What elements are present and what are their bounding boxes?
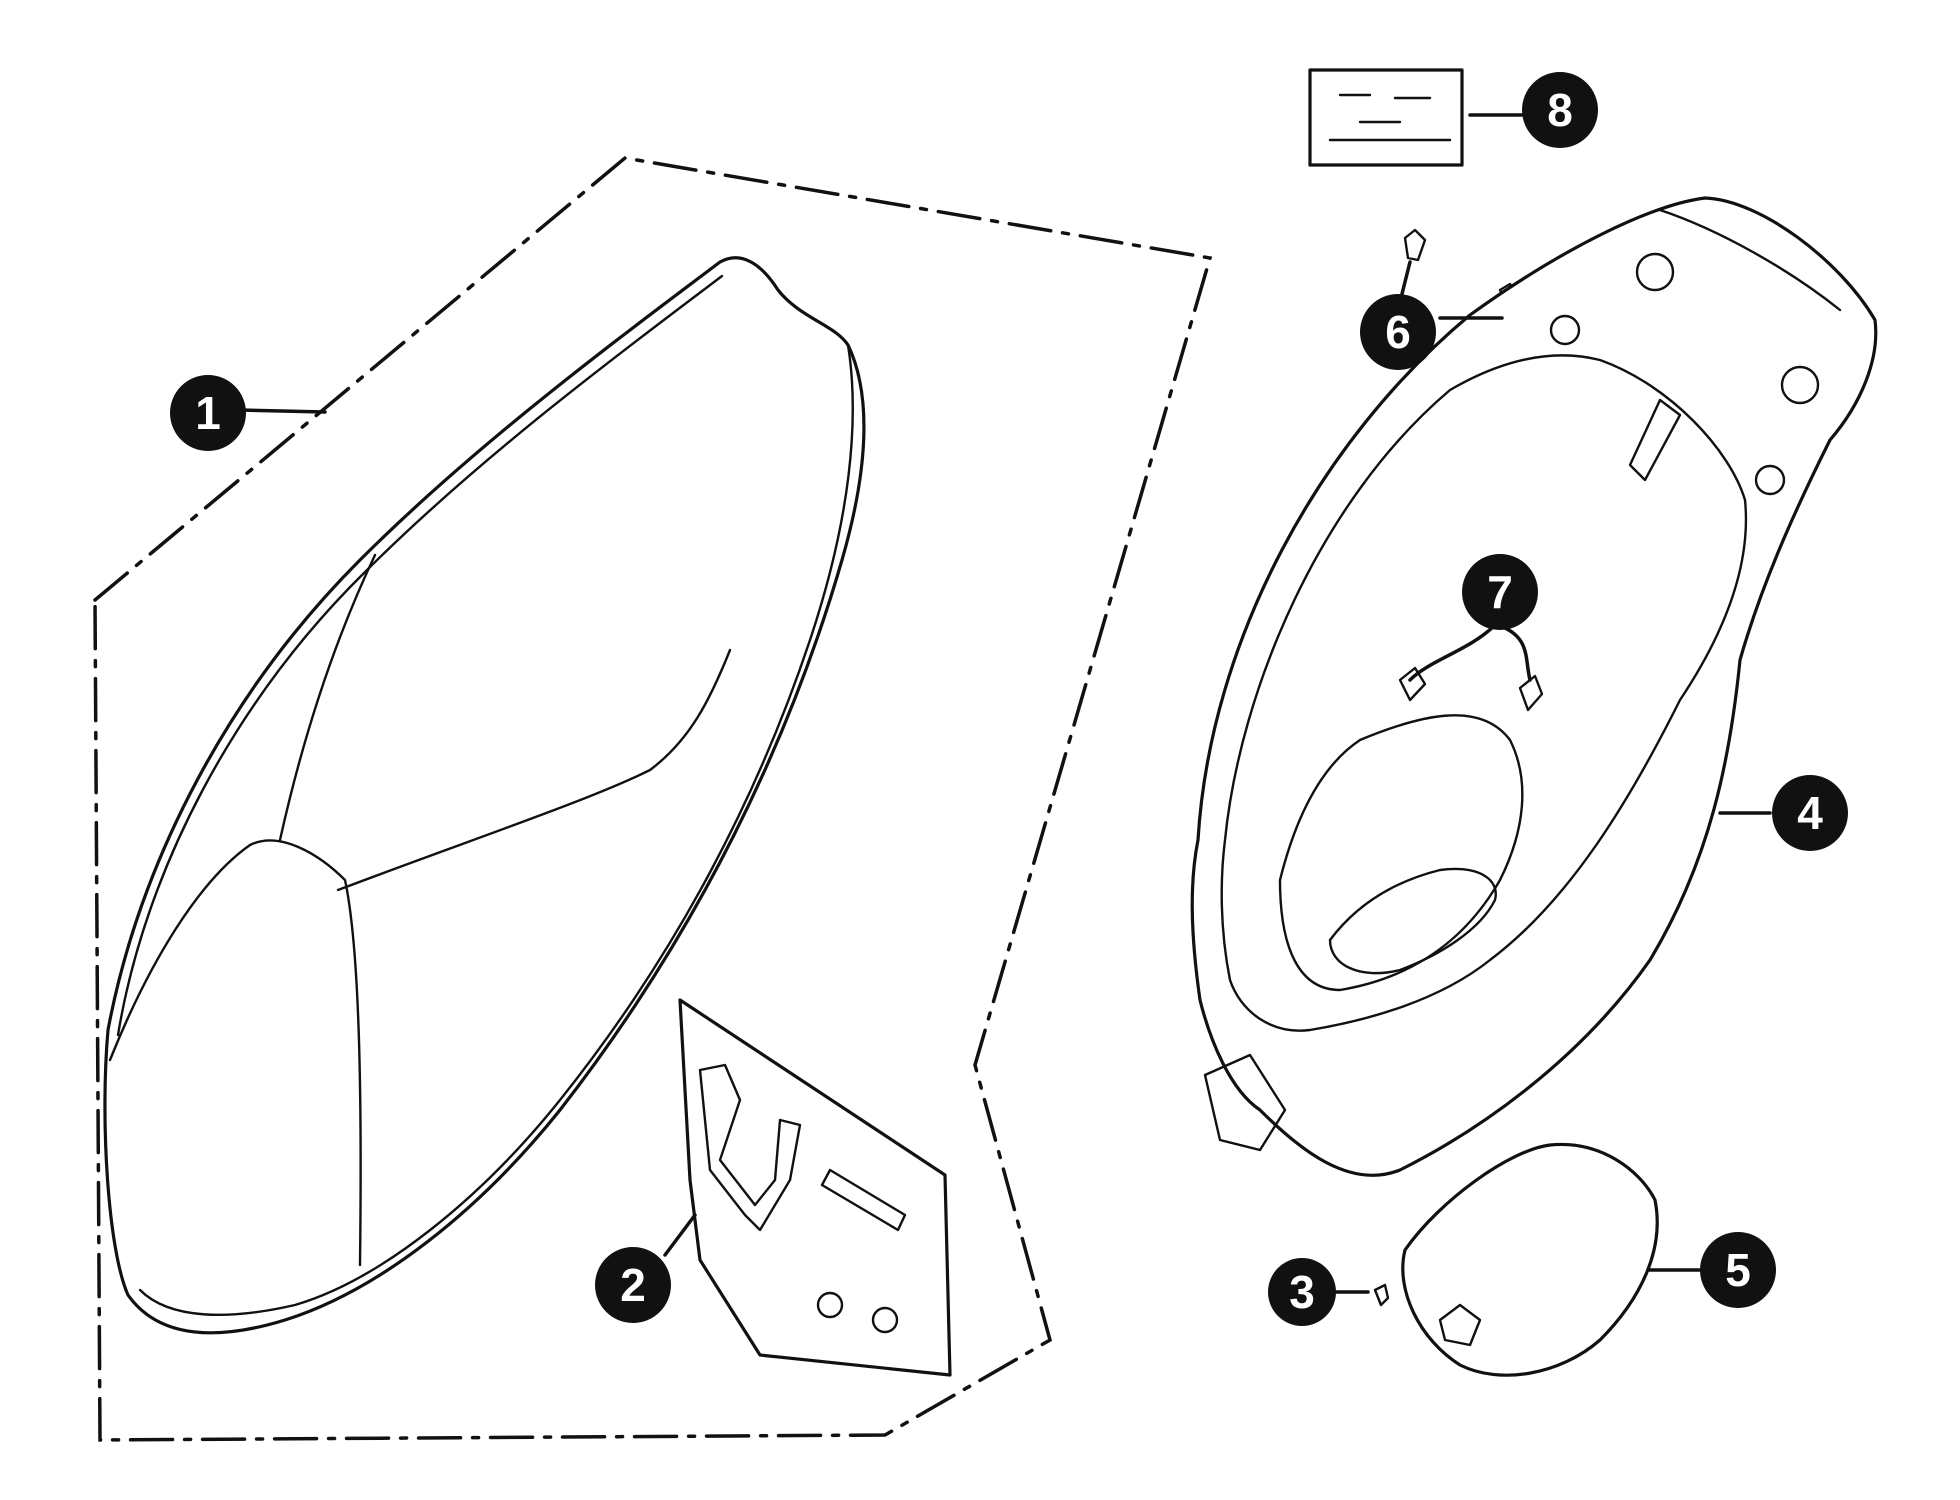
leader-2 [663,1213,697,1257]
storage-box-outer [1190,196,1878,1177]
callout-6-circle [1360,294,1436,370]
callout-2-circle [595,1247,671,1323]
label-part [1308,68,1464,167]
hinge-nut-1 [816,1291,844,1319]
callout-5-circle [1700,1232,1776,1308]
callout-badges: 1 2 3 4 5 6 7 8 [170,72,1848,1326]
callout-7-label: 7 [1487,566,1513,618]
callout-4-label: 4 [1797,787,1823,839]
callout-2: 2 [595,1247,671,1323]
callout-5-label: 5 [1725,1244,1751,1296]
seat-part [103,256,866,1335]
cover-part [1401,1142,1659,1377]
hinge-plate-part [678,998,952,1377]
storage-box-rim [1220,354,1748,1032]
storage-box-clip [1628,398,1682,482]
leader-lines [238,113,1772,1294]
seat-rider-section [278,553,377,842]
callout-8-label: 8 [1547,84,1573,136]
storage-box-latch [1203,1053,1287,1152]
callout-8-circle [1522,72,1598,148]
leader-7a [1408,623,1497,682]
mount-hole-3 [1780,365,1820,405]
screw-6a [1403,228,1427,262]
callout-4: 4 [1772,775,1848,851]
cover-latch [1438,1303,1482,1347]
label-rect [1308,68,1464,167]
callout-3-label: 3 [1289,1266,1315,1318]
storage-box-part [1190,196,1878,1177]
label-text-lines [1328,93,1452,142]
seat-side-panel-edge [138,343,854,1317]
storage-box-rear-mount [1658,208,1842,312]
seat-bottom-edge [116,274,724,1037]
leader-1 [238,408,327,414]
hinge-nut-2 [871,1306,899,1334]
callout-7: 7 [1462,554,1538,630]
callout-5: 5 [1700,1232,1776,1308]
storage-box-inner-recess [1328,867,1497,975]
callout-3-circle [1268,1258,1336,1326]
callout-8: 8 [1522,72,1598,148]
hinge-plate-outline [678,998,952,1377]
seat-front-cushion [108,839,362,1267]
cover-outline [1401,1142,1659,1377]
callout-2-label: 2 [620,1259,646,1311]
leader-7b [1503,626,1532,682]
callout-7-circle [1462,554,1538,630]
callout-6: 6 [1360,294,1436,370]
hinge-bracket [698,1063,802,1232]
mount-hole-1 [1635,252,1675,292]
callout-1-circle [170,375,246,451]
storage-box-inner-floor [1278,714,1524,992]
mount-hole-2 [1549,314,1581,346]
callout-1: 1 [170,375,246,451]
seat-outer-outline [103,256,866,1335]
callout-1-label: 1 [195,387,221,439]
callout-4-circle [1772,775,1848,851]
screw-3 [1373,1283,1390,1307]
seat-pillion-line [336,648,732,892]
grommet-7a [1398,666,1427,702]
hinge-slot [820,1168,907,1232]
mount-hole-4 [1754,464,1786,496]
seat-assembly-boundary [93,156,1213,1442]
callout-6-label: 6 [1385,306,1411,358]
callout-3: 3 [1268,1258,1336,1326]
